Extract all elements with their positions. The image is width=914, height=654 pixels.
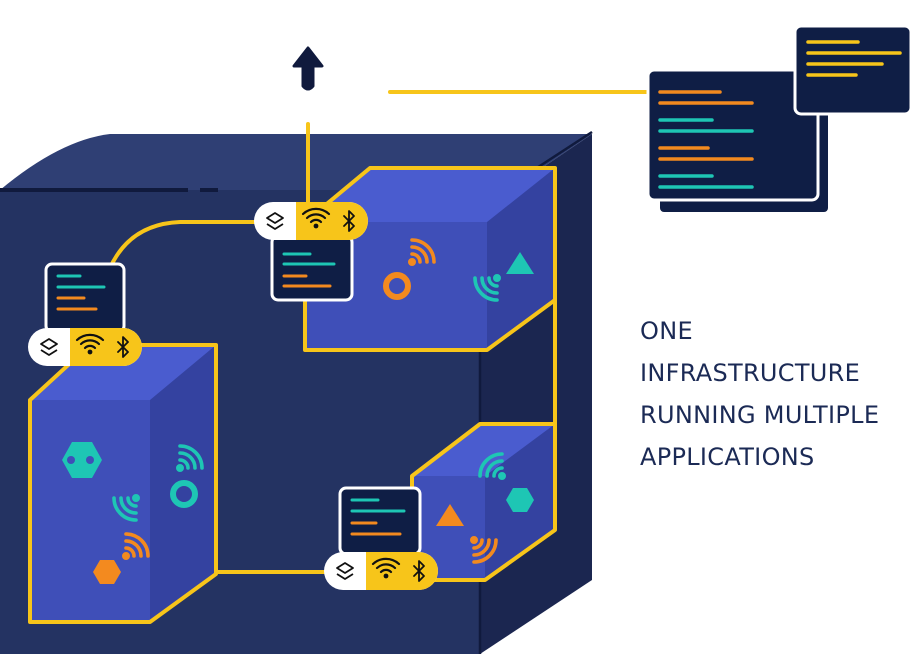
cube-bottom-right <box>410 422 557 582</box>
device-node-top <box>254 202 368 240</box>
app-window-front <box>793 24 913 116</box>
caption-line-4: APPLICATIONS <box>640 443 815 471</box>
caption-line-2: INFRASTRUCTURE <box>640 359 861 387</box>
code-panel-top <box>270 234 354 302</box>
hexagon-icon <box>506 488 534 512</box>
hexagon-icon <box>93 560 121 584</box>
arrow-up-icon <box>292 46 324 91</box>
app-windows <box>646 24 913 212</box>
device-node-left <box>28 328 142 366</box>
code-panel-bottom <box>338 486 422 556</box>
hexagon-icon <box>62 442 102 478</box>
device-node-bottom <box>324 552 438 590</box>
app-window-back <box>646 68 820 202</box>
caption-line-3: RUNNING MULTIPLE <box>640 401 880 429</box>
triangle-icon <box>506 252 534 274</box>
network-wires <box>108 90 650 574</box>
ring-icon <box>383 272 411 300</box>
caption-line-1: ONE <box>640 317 693 345</box>
caption: ONE INFRASTRUCTURE RUNNING MULTIPLE APPL… <box>640 310 910 478</box>
ring-icon <box>170 480 198 508</box>
triangle-icon <box>436 504 464 526</box>
cube-left <box>28 343 218 624</box>
code-panel-left <box>44 262 126 334</box>
